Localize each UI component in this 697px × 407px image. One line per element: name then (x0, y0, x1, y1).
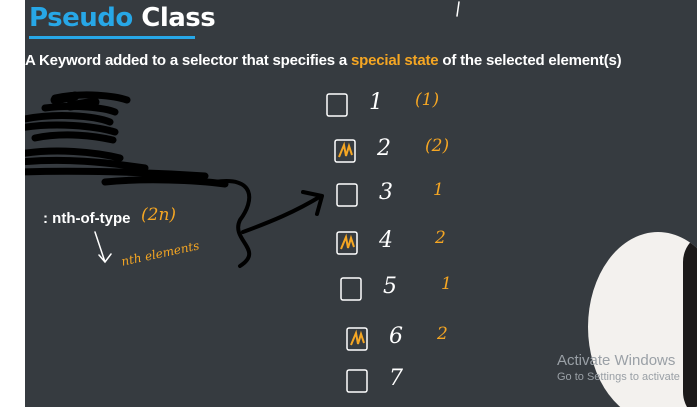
subtitle-text-start: A Keyword added to a selector that speci… (25, 52, 348, 69)
list-number-6: 6 (389, 324, 403, 349)
nth-of-type-label: : nth-of-type (43, 210, 130, 227)
title-word-pseudo: Pseudo (29, 3, 133, 33)
scribble-redaction (25, 91, 229, 188)
list-count-2: (2) (425, 136, 450, 156)
checkbox-5 (340, 277, 362, 301)
list-count-3: 1 (433, 180, 444, 200)
list-number-5: 5 (383, 274, 397, 299)
arrow-shaft (241, 194, 323, 234)
watermark-subtitle: Go to Settings to activate (557, 371, 680, 383)
presenter-hair (683, 232, 697, 407)
note-arrow (94, 231, 112, 264)
page-title: Pseudo Class (29, 2, 216, 34)
list-number-7: 7 (389, 366, 403, 391)
slide-board: Pseudo Class A Keyword added to a select… (25, 0, 697, 407)
title-word-class: Class (141, 3, 216, 33)
checklist-boxes (326, 93, 368, 393)
list-count-1: (1) (415, 90, 440, 110)
list-number-4: 4 (379, 228, 393, 253)
subtitle-highlight: special state (350, 52, 439, 69)
activate-windows-watermark: Activate Windows Go to Settings to activ… (557, 352, 680, 384)
arrow-curve (213, 179, 252, 268)
check-mark-6 (350, 329, 365, 346)
stray-stroke (456, 1, 460, 17)
list-count-6: 2 (437, 324, 448, 344)
list-number-3: 3 (379, 180, 393, 205)
subtitle-text-end: of the selected element(s) (442, 52, 622, 69)
list-number-1: 1 (369, 90, 383, 115)
checkbox-4 (336, 231, 358, 255)
checkbox-2 (334, 139, 356, 163)
list-number-2: 2 (377, 136, 391, 161)
check-mark-2 (338, 141, 353, 158)
checkbox-1 (326, 93, 348, 117)
title-underline (29, 36, 195, 39)
selector-argument: (2n) (141, 205, 177, 225)
slide-subtitle: A Keyword added to a selector that speci… (25, 52, 622, 69)
arrow-head (301, 190, 324, 216)
annotation-layer (25, 1, 460, 393)
checkbox-7 (346, 369, 368, 393)
check-mark-4 (340, 233, 355, 250)
checkbox-3 (336, 183, 358, 207)
checkbox-6 (346, 327, 368, 351)
list-count-4: 2 (435, 228, 446, 248)
selector-name: : nth-of-type (43, 210, 131, 227)
list-count-5: 1 (441, 274, 452, 294)
watermark-title: Activate Windows (557, 352, 676, 369)
presenter-video (588, 232, 697, 407)
